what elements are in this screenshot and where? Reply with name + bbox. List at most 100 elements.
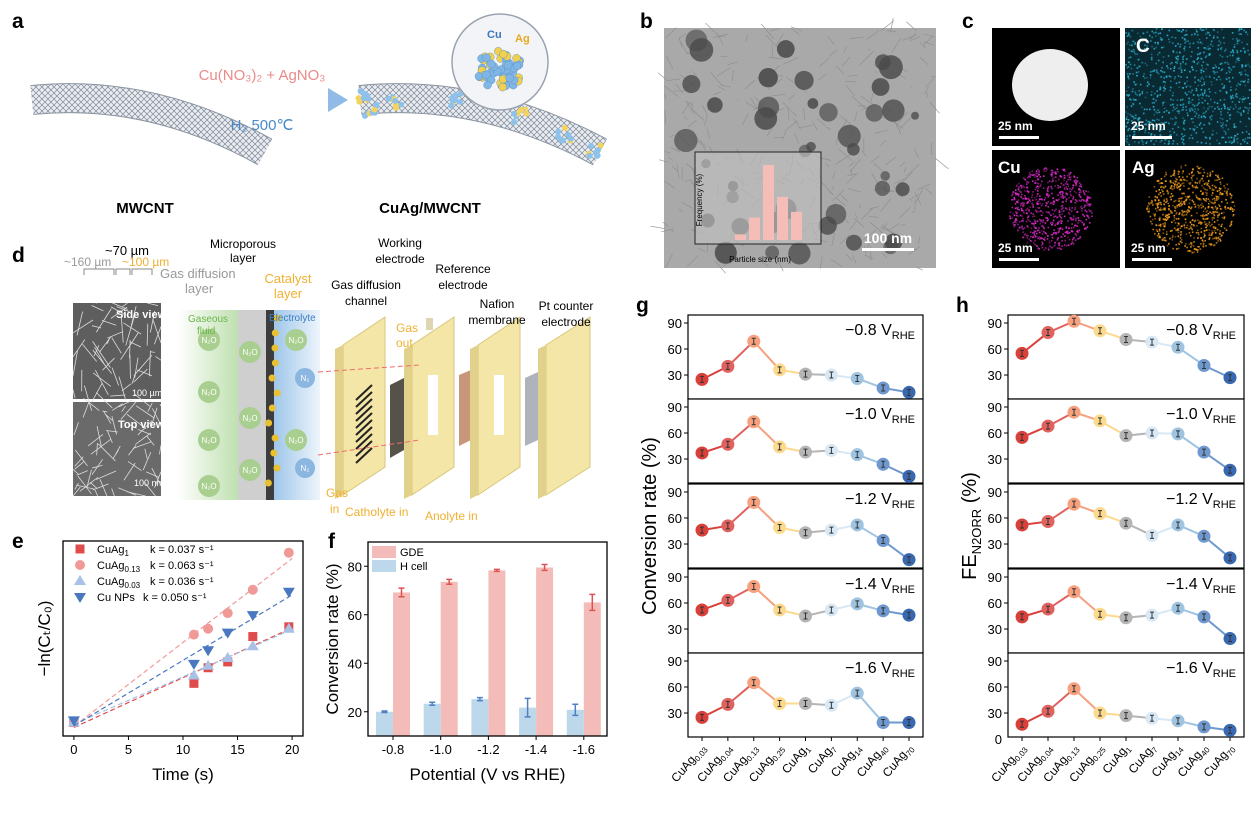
carbon-signal <box>1178 86 1181 89</box>
silver-signal <box>1210 206 1213 209</box>
n2o-label: N₂O <box>201 436 216 445</box>
copper-signal <box>1022 204 1024 206</box>
copper-signal <box>1076 230 1078 232</box>
e-legend-name-base: CuAg <box>97 544 125 556</box>
cnt-fiber <box>685 100 695 115</box>
copper-signal <box>1052 245 1055 248</box>
silver-signal <box>1198 182 1201 184</box>
silver-signal <box>1152 213 1155 215</box>
carbon-signal <box>1138 118 1141 120</box>
carbon-signal <box>1246 136 1249 139</box>
copper-signal <box>1016 193 1019 195</box>
carbon-signal <box>1150 121 1152 124</box>
carbon-signal <box>1133 51 1136 53</box>
carbon-signal <box>1138 45 1140 47</box>
copper-signal <box>1039 195 1041 197</box>
copper-signal <box>1072 184 1075 187</box>
copper-signal <box>1080 220 1082 222</box>
carbon-signal <box>1153 47 1156 50</box>
copper-signal <box>1012 221 1015 224</box>
carbon-signal <box>1138 90 1140 92</box>
carbon-signal <box>1186 33 1189 36</box>
carbon-signal <box>1218 108 1220 110</box>
carbon-signal <box>1208 54 1210 57</box>
copper-signal <box>1044 197 1047 199</box>
carbon-signal <box>1156 71 1158 73</box>
carbon-signal <box>1233 43 1236 46</box>
silver-signal <box>1179 202 1182 204</box>
carbon-signal <box>1153 69 1156 71</box>
copper-signal <box>1040 244 1043 247</box>
cnt-fiber <box>866 30 880 40</box>
silver-signal <box>1176 187 1179 189</box>
copper-signal <box>1040 204 1043 207</box>
copper-signal <box>1080 183 1082 186</box>
copper-signal <box>1076 225 1079 228</box>
carbon-signal <box>1148 83 1150 86</box>
copper-signal <box>1050 233 1053 236</box>
copper-signal <box>1068 213 1071 216</box>
carbon-signal <box>1202 78 1205 80</box>
carbon-signal <box>1160 139 1163 142</box>
n2o-molecule <box>285 329 307 351</box>
copper-signal <box>1037 173 1040 176</box>
carbon-signal <box>1201 101 1203 104</box>
carbon-signal <box>1221 62 1223 65</box>
e-legend-name: Cu NPs <box>97 592 135 604</box>
silver-signal <box>1214 201 1216 204</box>
f-error-bar <box>493 568 500 573</box>
carbon-signal <box>1179 62 1182 65</box>
carbon-signal <box>1168 75 1171 77</box>
copper-signal <box>1020 207 1023 210</box>
cnt-fiber <box>929 101 940 114</box>
map-label-cu: Cu <box>998 158 1021 177</box>
copper-signal <box>1072 215 1075 217</box>
copper-signal <box>1034 188 1037 191</box>
copper-signal <box>1085 210 1088 213</box>
cnt-fiber <box>816 118 826 126</box>
silver-signal <box>1191 228 1194 231</box>
copper-signal <box>1057 227 1060 230</box>
copper-signal <box>1054 231 1057 234</box>
copper-signal <box>1037 247 1040 249</box>
silver-signal <box>1157 206 1159 209</box>
n2-label: N₂ <box>301 374 310 383</box>
copper-signal <box>1083 199 1085 202</box>
copper-signal <box>1060 236 1063 239</box>
carbon-signal <box>1248 133 1250 135</box>
carbon-signal <box>1139 35 1142 38</box>
cnt-fiber <box>819 256 823 269</box>
n2-molecule <box>295 368 315 388</box>
copper-signal <box>1070 210 1073 212</box>
silver-signal <box>1162 213 1164 216</box>
silver-signal <box>1209 234 1212 236</box>
silver-signal <box>1195 185 1198 188</box>
cnt-fiber <box>787 106 790 121</box>
copper-signal <box>1064 170 1066 172</box>
carbon-signal <box>1211 133 1214 136</box>
silver-signal <box>1154 207 1157 210</box>
carbon-signal <box>1160 122 1163 124</box>
copper-signal <box>1023 212 1025 214</box>
copper-signal <box>1064 187 1066 189</box>
h-error-bar <box>1176 521 1180 529</box>
cnt-fiber <box>908 198 913 202</box>
h-error-bar <box>1228 554 1232 562</box>
carbon-signal <box>1236 96 1238 98</box>
copper-signal <box>1074 199 1077 201</box>
sem-fiber <box>144 483 156 497</box>
carbon-signal <box>1173 65 1176 68</box>
carbon-signal <box>1197 61 1200 64</box>
carbon-signal <box>1229 67 1231 70</box>
copper-signal <box>1038 170 1040 172</box>
copper-signal <box>1019 214 1022 217</box>
silver-signal <box>1216 211 1218 214</box>
silver-signal <box>1186 175 1188 178</box>
inset-atom <box>481 70 491 80</box>
carbon-signal <box>1134 93 1137 95</box>
cnt-fiber <box>890 17 894 33</box>
carbon-signal <box>1213 77 1216 79</box>
silver-signal <box>1200 227 1203 230</box>
histogram-bar <box>763 165 774 240</box>
e-legend-name: CuAg1 <box>97 544 130 558</box>
